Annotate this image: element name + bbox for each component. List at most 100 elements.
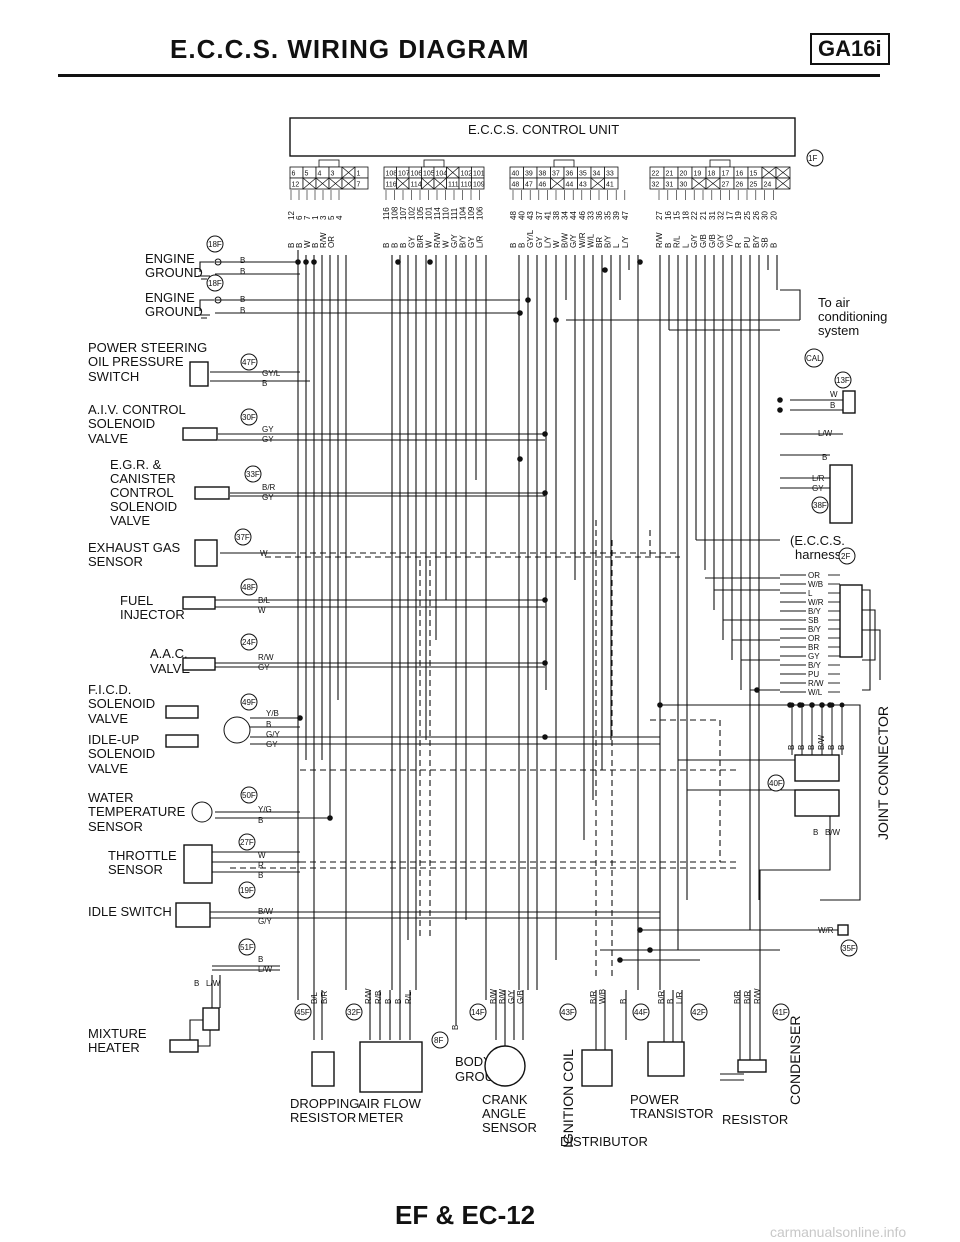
- afm-body: [359, 1041, 423, 1093]
- cas-name3: SENSOR: [482, 1120, 537, 1135]
- wt-pin-b: B: [258, 816, 263, 825]
- tag-circle: [804, 348, 824, 368]
- ecu-pin-id: 116: [382, 207, 391, 220]
- condenser: CONDENSER: [720, 1016, 803, 1105]
- splice-point: [517, 456, 523, 462]
- ring-terminal: [214, 258, 222, 266]
- ecu-pin-wire-color: B: [382, 243, 391, 248]
- res-name: RESISTOR: [722, 1112, 788, 1127]
- connector-pin-number: 48: [512, 182, 520, 189]
- ecu-pin-id: 22: [690, 211, 699, 220]
- ecu-pin-id: 25: [743, 211, 752, 220]
- ecu-pin-id: 30: [761, 211, 770, 220]
- joint-splice-dot: [819, 702, 825, 708]
- tag-circle: [234, 528, 252, 546]
- connector-pin-number: 22: [652, 171, 660, 178]
- mixture-heater: MIXTURE HEATER B L/W: [88, 979, 221, 1055]
- splice-point: [327, 815, 333, 821]
- tag-circle: [240, 633, 258, 651]
- connector-pin-empty: [421, 177, 435, 190]
- ecu-connector-ref: 1F: [808, 154, 817, 163]
- ground-symbol: [198, 299, 214, 319]
- bottom-components: 45F DROPPING RESISTOR B/L B/R 32F AIR FL…: [290, 988, 803, 1149]
- splice-point: [542, 597, 548, 603]
- power-steering-oil-pressure-switch: POWER STEERING OIL PRESSURE SWITCH 47F G…: [88, 340, 281, 388]
- connector-pin-number: 47: [525, 182, 533, 189]
- connector-pin-number: 34: [593, 171, 601, 178]
- ignition-coil: 43F IGNITION COIL B/R W/B: [559, 989, 613, 1148]
- wire: [862, 609, 876, 661]
- harness-wire-color: PU: [808, 670, 819, 679]
- left-components: ENGINE GROUND 18F B B ENGINE GROUND 18F …: [88, 235, 281, 1055]
- connector-pin-number: 16: [736, 171, 744, 178]
- iu-coil-symbol: [165, 734, 199, 748]
- ecu-pin-id: 38: [552, 211, 561, 220]
- exhaust-gas-sensor: EXHAUST GAS SENSOR 37F W: [88, 528, 268, 569]
- engine-ground-2-pin-b: B: [240, 306, 245, 315]
- connector-pin-number: 26: [736, 182, 744, 189]
- ecu-pin-id: 3: [319, 215, 328, 220]
- mh-pin-a: B: [194, 979, 199, 988]
- harness-wire-color: R/W: [808, 679, 824, 688]
- harness-wire-color: B/Y: [808, 661, 822, 670]
- connector-pin-empty: [328, 177, 343, 190]
- res-pin-b: B/R: [743, 990, 752, 1004]
- engine-ground-1-name2: GROUND: [145, 265, 203, 280]
- res-pin-a: B/R: [733, 990, 742, 1004]
- idle-switch: IDLE SWITCH 19F B/W G/Y 51F B L/W: [88, 881, 274, 974]
- ecu-pin-id: 105: [416, 206, 425, 220]
- egs-pin: W: [260, 549, 268, 558]
- egr-name4: SOLENOID: [110, 499, 177, 514]
- ficd-pin-a: Y/B: [266, 709, 279, 718]
- ecu-pin-id: 109: [467, 206, 476, 220]
- joint-connector-pins: BBBB/WBB: [787, 702, 846, 755]
- ecu-pin-wire-color: B: [311, 243, 320, 248]
- ac-line-3: system: [818, 323, 859, 338]
- connector-lock-tab: [318, 159, 340, 168]
- ficd-coil-symbol: [165, 705, 199, 719]
- connector-pin-number: 41: [606, 182, 614, 189]
- ecu-pin-id: 26: [752, 211, 761, 220]
- connector-pin-cell: [471, 177, 485, 190]
- wt-tag: 50F: [242, 791, 256, 800]
- connector-pin-empty: [341, 177, 356, 190]
- connector-pin-number: 27: [722, 182, 730, 189]
- res-pin-c: R/W: [753, 988, 762, 1004]
- connector-pin-number: 106: [411, 171, 423, 178]
- ecu-pin-wire-color: GY/L: [526, 229, 535, 248]
- connector-pin-number: 6: [292, 171, 296, 178]
- ecu-pin-wire-color: G/Y: [450, 234, 459, 248]
- resistor: 41F RESISTOR B/R B/R R/W: [722, 988, 790, 1127]
- afm-pin-e: R/L: [404, 991, 413, 1004]
- ecu-pin-wire-color: W/L: [586, 233, 595, 248]
- engine-ground-2-pin-a: B: [240, 295, 245, 304]
- ecu-pin-wire-color: B: [399, 243, 408, 248]
- ts-pin-b: R: [258, 861, 264, 870]
- connector-pin-number: 101: [473, 171, 485, 178]
- tag-circle: [240, 578, 258, 596]
- splice-point: [657, 702, 663, 708]
- tag-circle: [240, 693, 258, 711]
- ecu-pin-wire-color: BR: [595, 237, 604, 248]
- connector-pin-empty: [775, 177, 791, 190]
- tag-circle: [834, 371, 852, 389]
- aiv-name2: SOLENOID: [88, 416, 155, 431]
- ecu-pin-wire-color: R/W: [655, 232, 664, 248]
- aiv-pin-b: GY: [262, 435, 274, 444]
- engine-ground-1-tag: 18F: [208, 240, 222, 249]
- fi-tag: 48F: [242, 583, 256, 592]
- ecu-pin-id: 7: [303, 215, 312, 220]
- harness-wire-color: B/Y: [808, 625, 822, 634]
- ecu-pin-wire-color: R/L: [673, 235, 682, 248]
- mh-name2: HEATER: [88, 1040, 140, 1055]
- tag-circle: [206, 274, 224, 292]
- ps-name: POWER STEERING: [88, 340, 207, 355]
- wt-sensor-symbol: [191, 801, 213, 823]
- wire: [189, 1019, 203, 1040]
- ficd-pin-c: G/Y: [266, 730, 280, 739]
- cond-name: CONDENSER: [787, 1016, 803, 1105]
- egr-pin-b: GY: [262, 493, 274, 502]
- dr-pin-a: B/L: [310, 991, 319, 1004]
- is-pin-c: B: [258, 955, 263, 964]
- ts-pin-c: B: [258, 871, 263, 880]
